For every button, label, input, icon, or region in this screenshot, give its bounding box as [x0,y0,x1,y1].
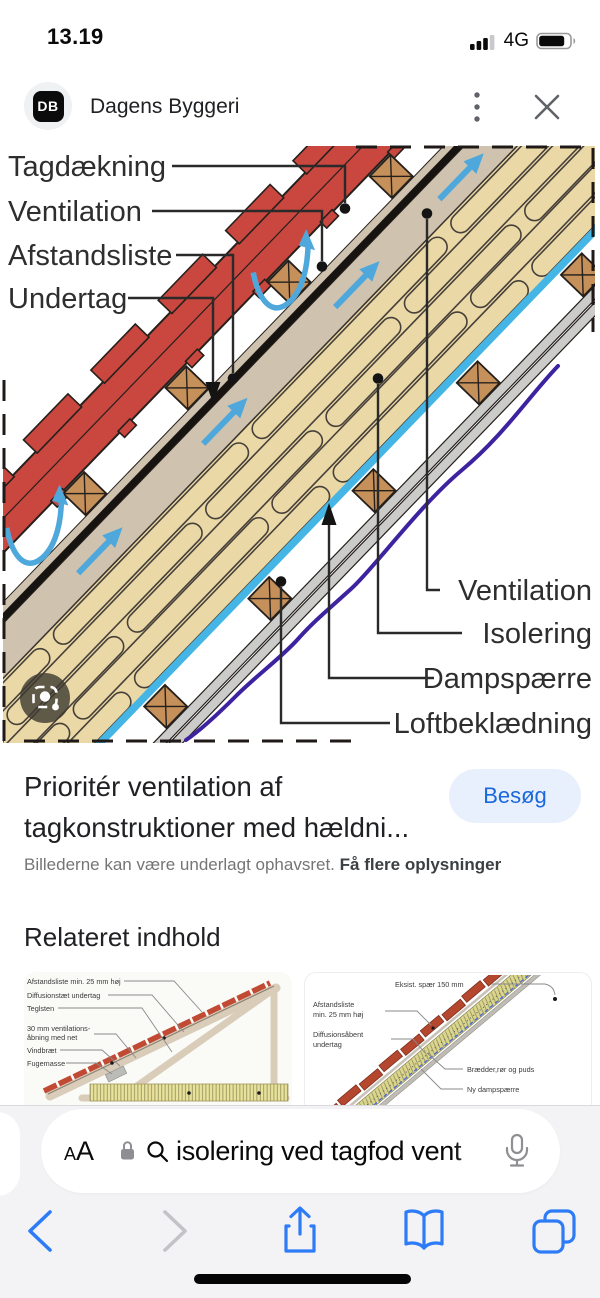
copyright-link[interactable]: Få flere oplysninger [339,855,502,874]
source-logo: DB [32,90,64,122]
clock: 13.19 [47,24,104,49]
tile-steps [3,146,408,524]
result-title[interactable]: Prioritér ventilation af tagkonstruktion… [24,771,410,843]
svg-text:Diffusionstæt undertag: Diffusionstæt undertag [27,991,100,1000]
image-viewer-header [0,75,600,140]
svg-text:30 mm ventilations-: 30 mm ventilations- [27,1024,91,1033]
diagram-labels: Tagdækning Ventilation Afstandsliste Und… [8,151,592,740]
share-icon[interactable] [272,1203,328,1259]
forward-button[interactable] [143,1203,199,1259]
close-icon[interactable] [532,92,562,122]
label-loftbeklaedning: Loftbeklædning [394,708,592,740]
tabs-icon[interactable] [526,1203,582,1259]
svg-text:Diffusionsåbent: Diffusionsåbent [313,1030,363,1039]
safari-toolbar [0,1195,600,1275]
avatar[interactable]: DB [24,82,72,130]
related-heading: Relateret indhold [24,922,221,952]
label-undertag: Undertag [8,283,127,315]
visit-button[interactable]: Besøg [449,769,581,823]
copyright-text: Billederne kan være underlagt ophavsret. [24,855,340,874]
label-dampspaerre: Dampspærre [423,663,592,695]
svg-text:Teglsten: Teglsten [27,1004,54,1013]
address-bar[interactable]: AA isolering ved tagfod vent [41,1109,560,1193]
more-options-icon[interactable] [466,88,488,126]
safari-bottom-bar: AA isolering ved tagfod vent [0,1105,600,1298]
text-size-button[interactable]: AA [64,1135,95,1166]
roof-construction-diagram: Tagdækning Ventilation Afstandsliste Und… [2,145,595,743]
status-bar: 13.19 4G [0,0,600,75]
result-image[interactable]: Tagdækning Ventilation Afstandsliste Und… [0,140,600,745]
back-button[interactable] [16,1203,72,1259]
leader-lines [128,164,462,725]
microphone-icon[interactable] [502,1132,532,1170]
thumb1-diagram: Afstandsliste min. 25 mm høj Diffusionst… [27,977,290,1102]
label-afstandsliste: Afstandsliste [8,240,172,272]
lock-icon [118,1139,137,1163]
svg-text:Brædder,rør og puds: Brædder,rør og puds [467,1065,535,1074]
svg-text:Eksist. spær 150 mm: Eksist. spær 150 mm [395,980,464,989]
related-thumbnail-1[interactable]: Afstandsliste min. 25 mm høj Diffusionst… [24,972,292,1105]
related-thumbnails: Afstandsliste min. 25 mm høj Diffusionst… [0,972,600,1105]
thumb2-diagram: Eksist. spær 150 mm Afstandsliste min. 2… [311,975,574,1105]
svg-text:Afstandsliste min. 25 mm høj: Afstandsliste min. 25 mm høj [27,977,121,986]
previous-tab-peek[interactable] [0,1112,20,1196]
svg-text:Vindbræt: Vindbræt [27,1046,56,1055]
result-info: Prioritér ventilation af tagkonstruktion… [0,745,600,925]
bookmarks-icon[interactable] [396,1203,452,1259]
freehand-annotation-line [184,364,560,742]
label-ventilation-bottom: Ventilation [458,575,592,607]
crop-border [2,145,595,743]
svg-text:undertag: undertag [313,1040,342,1049]
label-tagdaekning: Tagdækning [8,151,166,183]
svg-text:Fugemasse: Fugemasse [27,1059,65,1068]
source-title[interactable]: Dagens Byggeri [90,95,240,118]
network-type: 4G [503,30,529,51]
svg-text:Ny dampspærre: Ny dampspærre [467,1085,519,1094]
related-thumbnail-2[interactable]: Eksist. spær 150 mm Afstandsliste min. 2… [304,972,592,1105]
label-isolering: Isolering [482,618,592,650]
diagram-cross-section [3,146,595,743]
leader-dots [205,203,433,587]
label-ventilation-top: Ventilation [8,196,142,228]
svg-text:Afstandsliste: Afstandsliste [313,1000,354,1009]
search-icon [145,1139,170,1164]
svg-text:min. 25 mm høj: min. 25 mm høj [313,1010,364,1019]
battery-icon [536,32,576,50]
svg-text:åbning med net: åbning med net [27,1033,77,1042]
google-lens-button[interactable] [20,673,70,723]
home-indicator[interactable] [194,1274,411,1284]
signal-strength-icon [469,34,495,50]
search-query[interactable]: isolering ved tagfod vent [176,1135,462,1166]
